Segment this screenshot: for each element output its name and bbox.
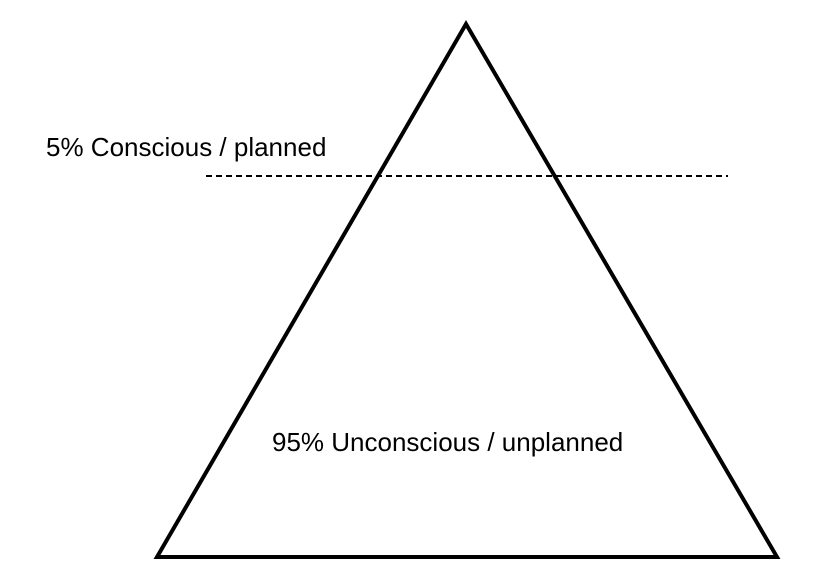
- pyramid-triangle: [153, 20, 781, 559]
- unconscious-unplanned-label: 95% Unconscious / unplanned: [272, 427, 624, 457]
- conscious-planned-label: 5% Conscious / planned: [46, 132, 327, 162]
